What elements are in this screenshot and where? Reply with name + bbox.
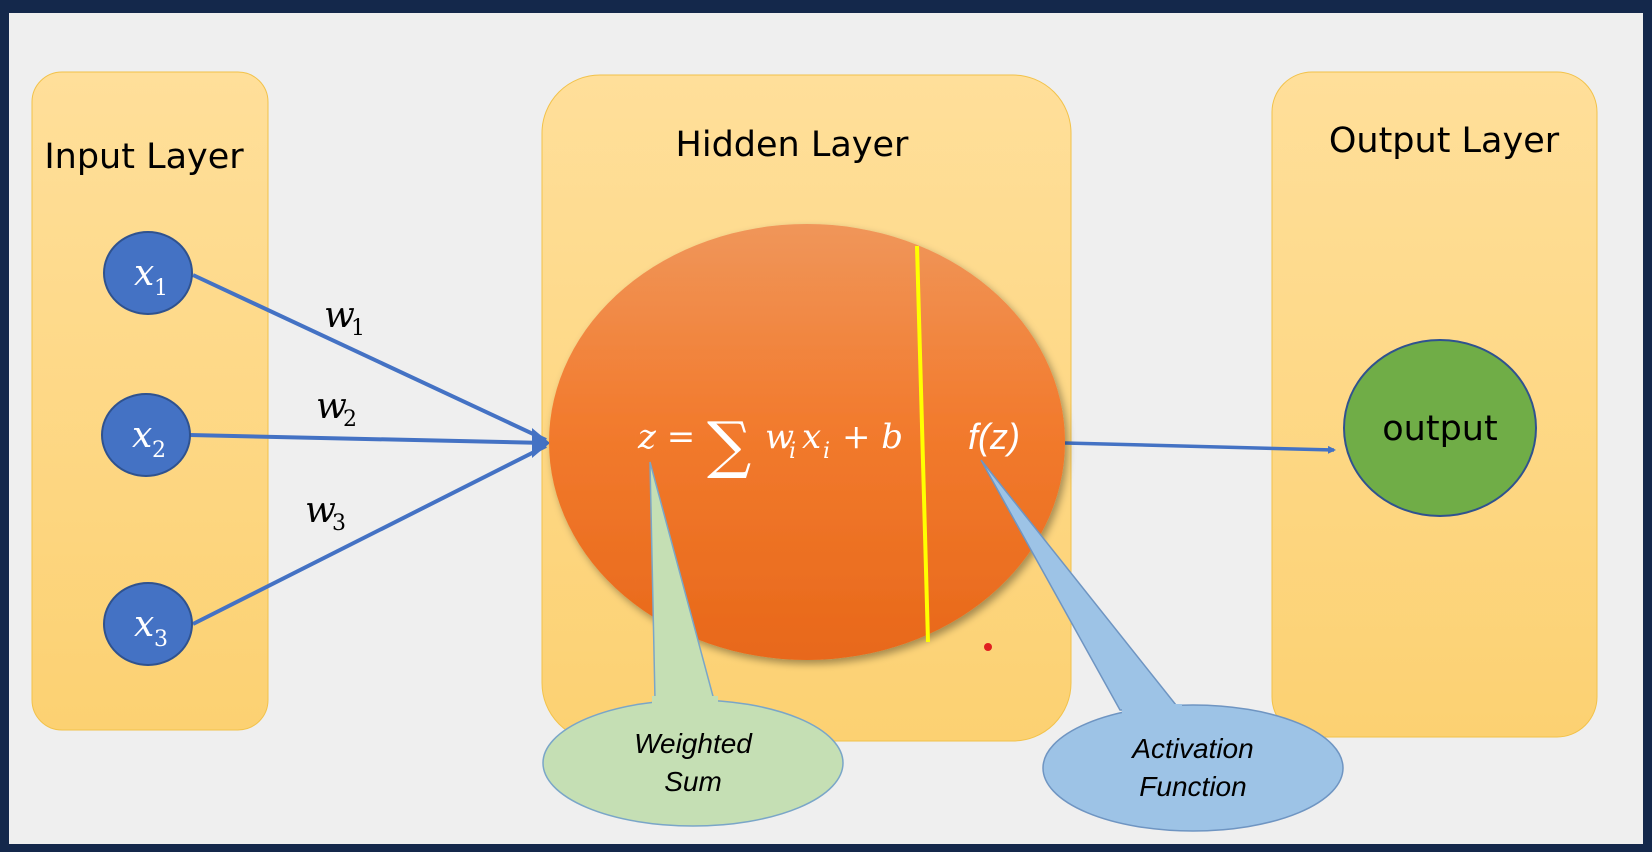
weighted-sum-callout-bubble bbox=[542, 699, 844, 827]
input-node-x1-var: x bbox=[134, 253, 154, 294]
input-layer-title: Input Layer bbox=[44, 137, 244, 177]
formula-w: w bbox=[765, 417, 794, 457]
formula-x: x bbox=[802, 417, 821, 457]
connection-x2-to-neuron bbox=[189, 433, 547, 445]
hidden-layer-title: Hidden Layer bbox=[676, 125, 910, 165]
weighted-sum-callout-line1: Weighted bbox=[634, 728, 753, 759]
marker-dot bbox=[984, 643, 992, 651]
weighted-sum-callout-line2: Sum bbox=[664, 766, 722, 797]
weight-w2-sub: 2 bbox=[343, 407, 357, 432]
weighted-sum-callout-joint bbox=[652, 696, 718, 706]
formula-x-sub: i bbox=[823, 439, 830, 464]
formula-plus-b: + b bbox=[842, 417, 903, 457]
activation-callout: Activation Function bbox=[980, 459, 1344, 832]
input-node-x3: x 3 bbox=[103, 582, 193, 666]
weighted-sum-formula: z = ∑ w i x i + b bbox=[637, 408, 903, 481]
input-node-x3-sub: 3 bbox=[154, 627, 168, 652]
weight-w2-var: w bbox=[316, 386, 347, 427]
formula-w-sub: i bbox=[789, 439, 796, 464]
neuron-to-output-arrow bbox=[1064, 441, 1336, 454]
connection-x1-to-neuron bbox=[192, 273, 547, 442]
activation-callout-bubble bbox=[1042, 704, 1344, 832]
weight-w1-sub: 1 bbox=[351, 316, 365, 341]
input-node-x2-sub: 2 bbox=[152, 438, 166, 463]
neuron-body bbox=[549, 224, 1065, 660]
formula-sum-symbol: ∑ bbox=[707, 408, 751, 481]
weight-w3-sub: 3 bbox=[332, 511, 346, 536]
weighted-sum-callout: Weighted Sum bbox=[542, 461, 844, 827]
formula-lhs: z = bbox=[637, 417, 695, 457]
output-layer-title: Output Layer bbox=[1329, 121, 1560, 161]
output-node-label: output bbox=[1382, 409, 1497, 449]
neuron-divider bbox=[915, 245, 930, 643]
connection-x3-to-neuron bbox=[192, 444, 547, 626]
weight-w3-var: w bbox=[305, 490, 336, 531]
input-node-x1: x 1 bbox=[103, 231, 193, 315]
activation-function-label: f(z) bbox=[968, 416, 1020, 457]
weight-label-w2: w 2 bbox=[316, 386, 357, 432]
activation-callout-line1: Activation bbox=[1130, 733, 1253, 764]
output-node bbox=[1343, 339, 1537, 517]
input-node-x2-var: x bbox=[132, 415, 152, 456]
input-node-x3-var: x bbox=[134, 604, 154, 645]
weight-label-w3: w 3 bbox=[305, 490, 346, 536]
weight-w1-var: w bbox=[324, 295, 355, 336]
activation-callout-line2: Function bbox=[1139, 771, 1246, 802]
input-node-x1-sub: 1 bbox=[154, 276, 168, 301]
activation-callout-joint bbox=[1122, 704, 1182, 716]
input-node-x2: x 2 bbox=[101, 393, 191, 477]
weight-label-w1: w 1 bbox=[324, 295, 365, 341]
neuron-input-arrowhead bbox=[532, 428, 550, 458]
